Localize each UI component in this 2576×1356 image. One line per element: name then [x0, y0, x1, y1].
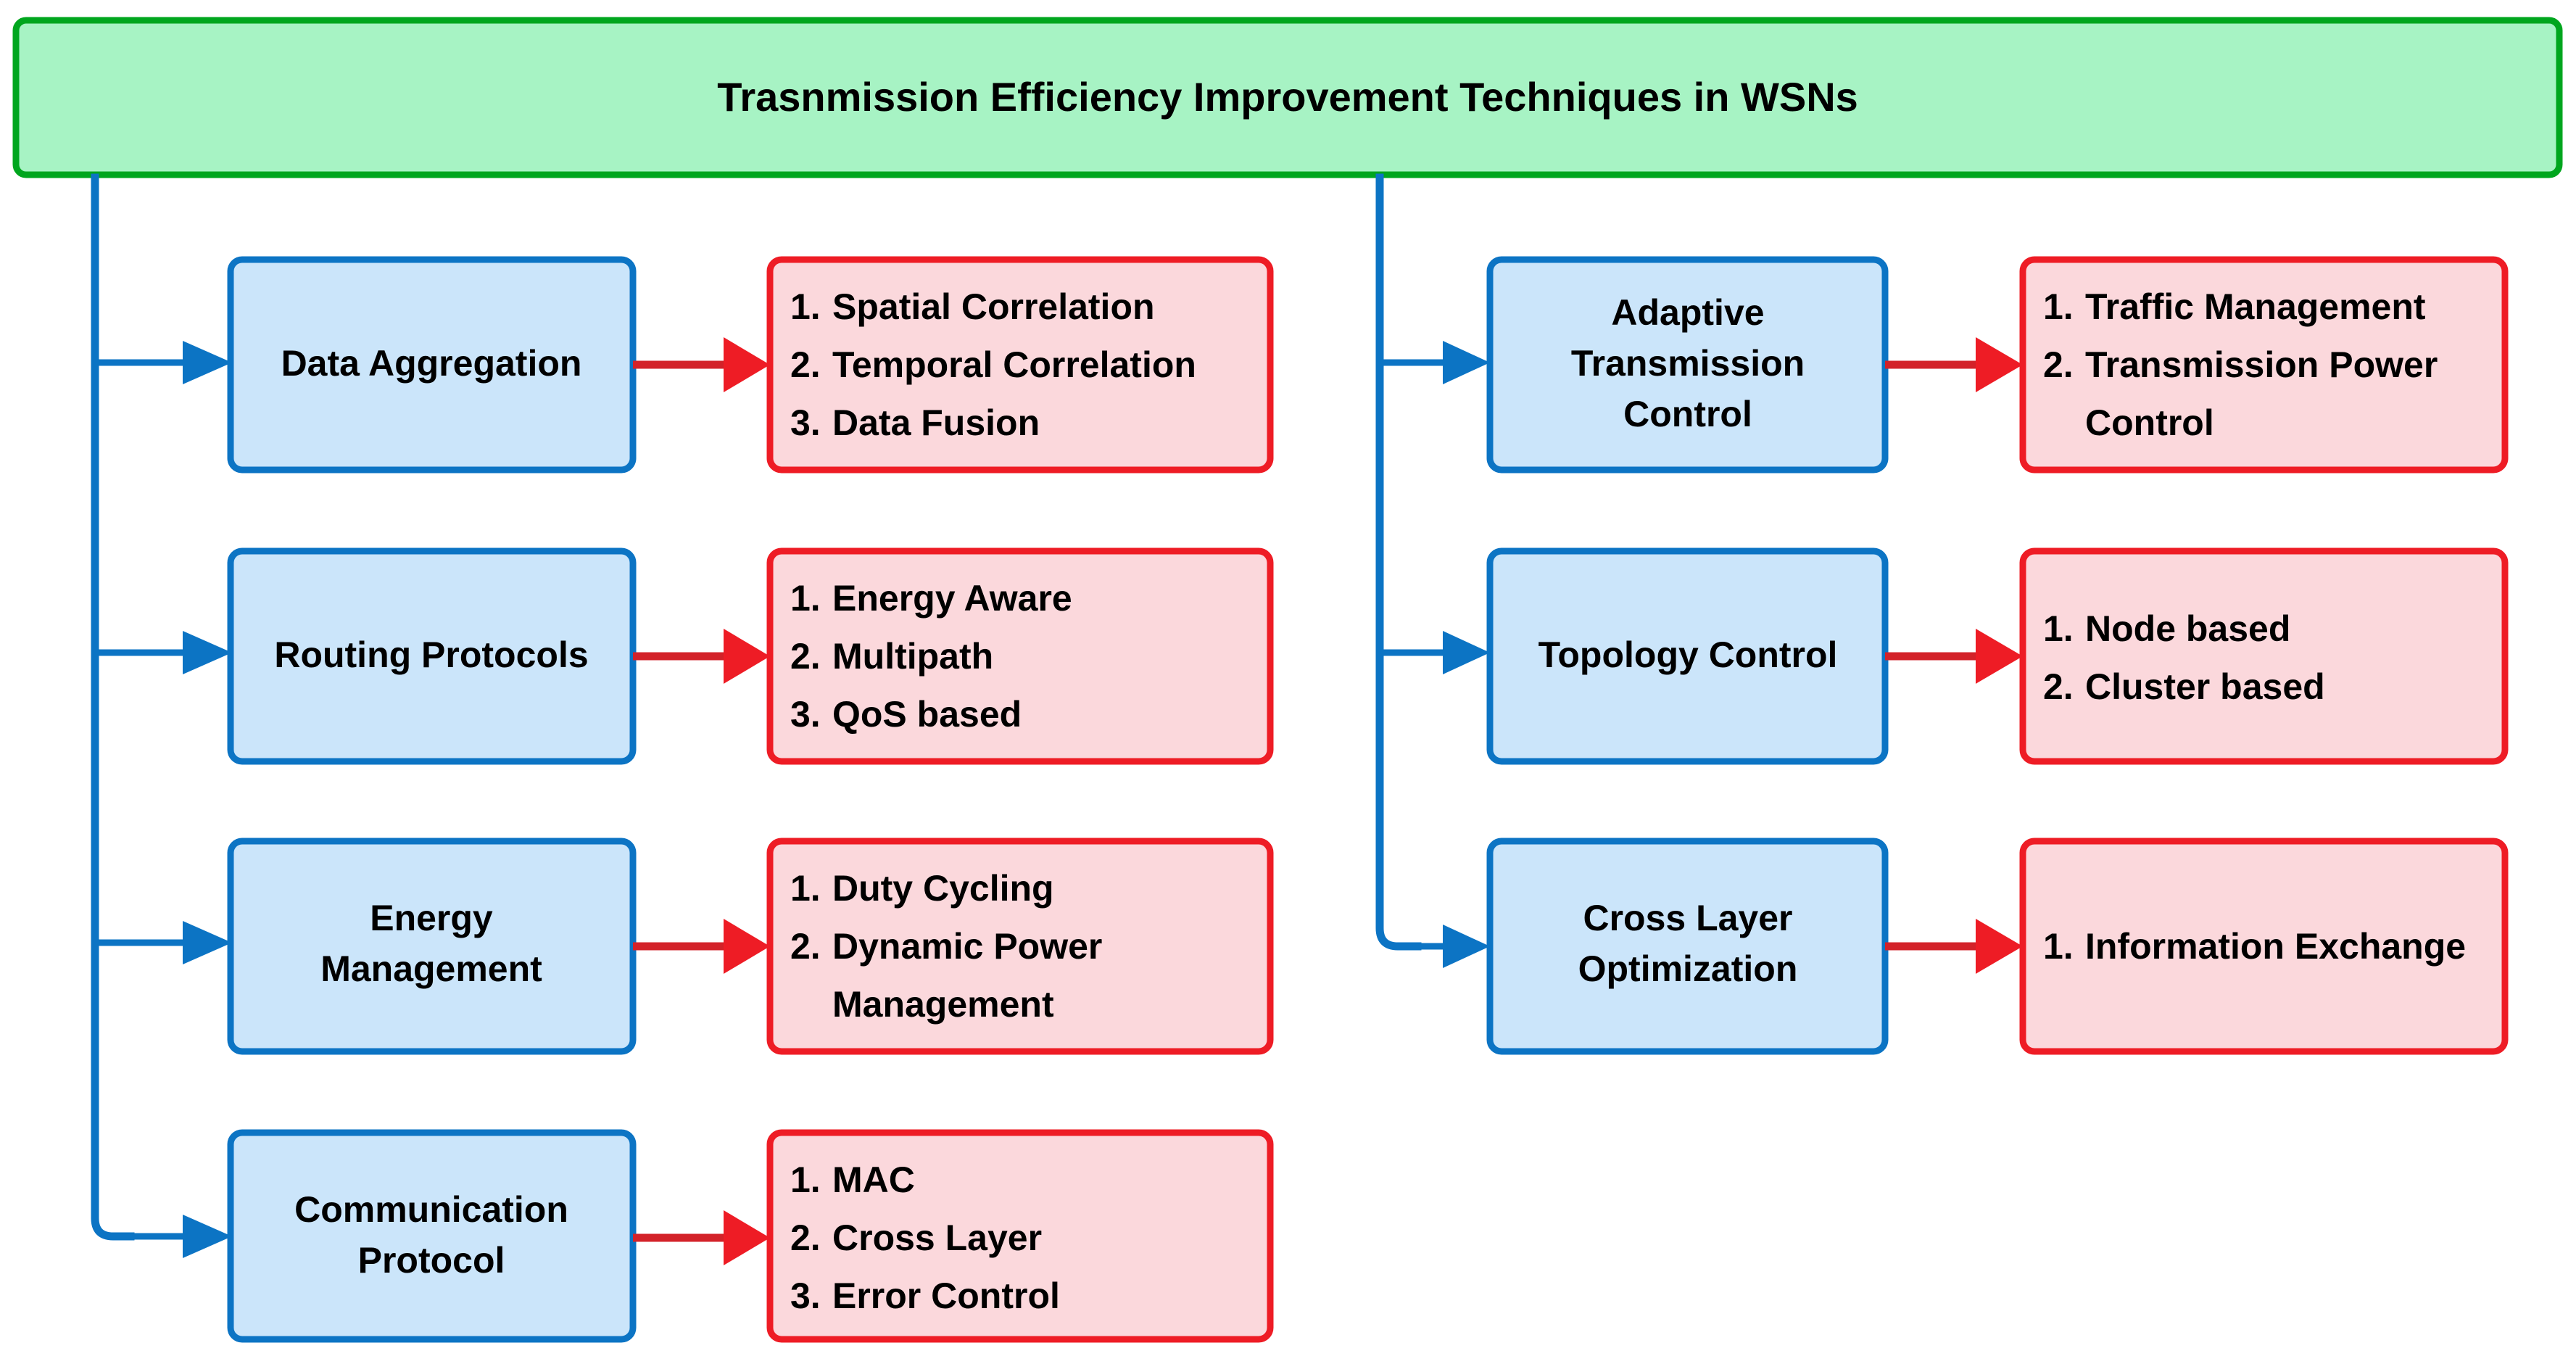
category-label-line-2: Transmission [1571, 343, 1805, 384]
red-arrowhead-4 [724, 1210, 770, 1265]
detail-item-number: 2. [2043, 666, 2074, 707]
root-node-box [12, 17, 2563, 178]
category-box-cross-layer-optimization[interactable] [1486, 838, 1889, 1055]
left-arrowhead-3 [183, 921, 232, 964]
detail-item-label: Management [832, 984, 1054, 1025]
detail-item-label: Node based [2085, 608, 2290, 649]
red-arrowhead-1 [724, 337, 770, 392]
left-trunk-connector [91, 173, 232, 1258]
detail-item-number: 2. [2043, 344, 2074, 385]
detail-item-label: Control [2085, 402, 2214, 443]
detail-item-label: Error Control [832, 1276, 1060, 1316]
category-label-line-3: Control [1623, 394, 1752, 434]
detail-item-number: 3. [790, 694, 821, 735]
detail-item-number: 1. [790, 286, 821, 327]
detail-item-number: 2. [790, 926, 821, 967]
detail-item-label: Dynamic Power [832, 926, 1102, 967]
detail-box-energy-management[interactable] [766, 838, 1274, 1055]
detail-box-routing-protocols[interactable] [766, 547, 1274, 765]
root-node-title: Trasnmission Efficiency Improvement Tech… [717, 74, 1858, 120]
detail-item-number: 3. [790, 1276, 821, 1316]
left-trunk-line [91, 173, 135, 1241]
detail-item-label: Temporal Correlation [832, 344, 1196, 385]
red-arrowhead-2 [724, 629, 770, 684]
category-label-line-1: Topology Control [1538, 634, 1838, 675]
category-box-energy-management[interactable] [227, 838, 637, 1055]
detail-item-label: Transmission Power [2085, 344, 2438, 385]
detail-item-label: Traffic Management [2085, 286, 2426, 327]
right-row-2: Topology Control 1. Node based 2. Cluste… [1486, 547, 2509, 765]
category-label-line-2: Optimization [1578, 948, 1798, 989]
detail-item-number: 2. [790, 344, 821, 385]
detail-box-adaptive-transmission-control[interactable] [2019, 256, 2509, 474]
category-box-communication-protocol[interactable] [227, 1129, 637, 1343]
right-arrowhead-1 [1443, 341, 1490, 384]
detail-item-label: QoS based [832, 694, 1022, 735]
right-row-3: Cross Layer Optimization 1. Information … [1486, 838, 2509, 1055]
detail-item-label: Spatial Correlation [832, 286, 1155, 327]
category-label-line-1: Routing Protocols [274, 634, 588, 675]
right-trunk-connector [1375, 173, 1490, 968]
detail-item-number: 1. [790, 578, 821, 619]
detail-item-number: 2. [790, 636, 821, 677]
category-label-line-1: Cross Layer [1583, 898, 1792, 938]
right-arrowhead-2 [1443, 631, 1490, 674]
category-label-line-2: Management [320, 948, 542, 989]
detail-item-number: 1. [790, 868, 821, 909]
red-arrowhead-6 [1976, 629, 2023, 684]
right-row-1: Adaptive Transmission Control 1. Traffic… [1486, 256, 2509, 474]
right-arrowhead-3 [1443, 925, 1490, 968]
category-label-line-1: Communication [294, 1189, 568, 1230]
left-arrowhead-2 [183, 631, 232, 674]
detail-item-number: 3. [790, 402, 821, 443]
left-row-3: Energy Management 1. Duty Cycling 2. Dyn… [227, 838, 1274, 1055]
left-row-1: Data Aggregation 1. Spatial Correlation … [227, 256, 1274, 474]
detail-item-number: 1. [790, 1159, 821, 1200]
left-arrowhead-1 [183, 341, 232, 384]
detail-item-label: Energy Aware [832, 578, 1072, 619]
detail-item-label: Duty Cycling [832, 868, 1054, 909]
category-label-line-2: Protocol [358, 1240, 505, 1281]
left-arrowhead-4 [183, 1215, 232, 1258]
detail-item-label: Multipath [832, 636, 993, 677]
right-trunk-line [1375, 173, 1422, 951]
detail-item-number: 1. [2043, 286, 2074, 327]
red-arrowhead-5 [1976, 337, 2023, 392]
left-row-2: Routing Protocols 1. Energy Aware 2. Mul… [227, 547, 1274, 765]
detail-item-label: MAC [832, 1159, 915, 1200]
root-node: Trasnmission Efficiency Improvement Tech… [12, 17, 2563, 178]
red-arrowhead-7 [1976, 919, 2023, 974]
detail-item-label: Cluster based [2085, 666, 2325, 707]
category-label-line-1: Energy [370, 898, 493, 938]
red-arrowhead-3 [724, 919, 770, 974]
detail-box-data-aggregation[interactable] [766, 256, 1274, 474]
category-label-line-1: Adaptive [1611, 292, 1764, 333]
detail-item-number: 2. [790, 1217, 821, 1258]
detail-item-label: Data Fusion [832, 402, 1040, 443]
detail-box-communication-protocol[interactable] [766, 1129, 1274, 1343]
category-label-line-1: Data Aggregation [281, 343, 582, 384]
detail-item-label: Information Exchange [2085, 926, 2466, 967]
left-row-4: Communication Protocol 1. MAC 2. Cross L… [227, 1129, 1274, 1343]
detail-box-cross-layer-optimization[interactable] [2019, 838, 2509, 1055]
detail-item-number: 1. [2043, 926, 2074, 967]
detail-item-label: Cross Layer [832, 1217, 1042, 1258]
detail-box-topology-control[interactable] [2019, 547, 2509, 765]
detail-item-number: 1. [2043, 608, 2074, 649]
